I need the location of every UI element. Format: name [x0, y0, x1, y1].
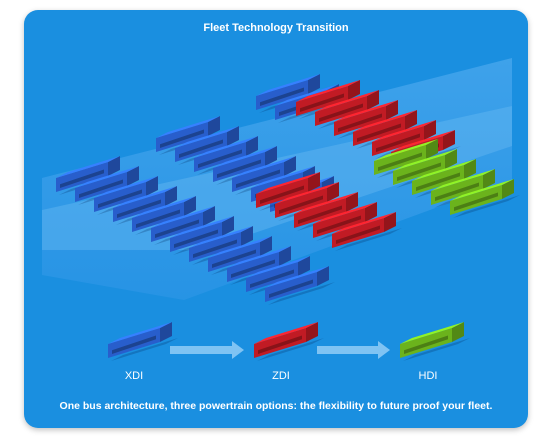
arrow-zdi-to-hdi	[317, 341, 390, 359]
legend-hdi-label: HDI	[418, 370, 438, 382]
legend-hdi-bus	[400, 322, 470, 361]
arrow-xdi-to-zdi	[170, 341, 244, 359]
legend-icons	[108, 322, 470, 361]
fleet-illustration	[42, 58, 520, 361]
legend-zdi-label: ZDI	[272, 370, 290, 382]
bus-xdi-5-11	[265, 266, 335, 305]
legend-xdi-bus	[108, 322, 178, 361]
page-title: Fleet Technology Transition	[203, 22, 349, 34]
infographic-card: Fleet Technology Transition XDI ZDI HDI …	[24, 10, 528, 428]
legend-xdi-label: XDI	[124, 370, 144, 382]
bus-fleet	[56, 74, 520, 305]
legend-zdi-bus	[254, 322, 324, 361]
tagline: One bus architecture, three powertrain o…	[59, 400, 493, 412]
bus-zdi-4-4	[332, 212, 402, 251]
bus-hdi-2-4	[450, 179, 520, 218]
